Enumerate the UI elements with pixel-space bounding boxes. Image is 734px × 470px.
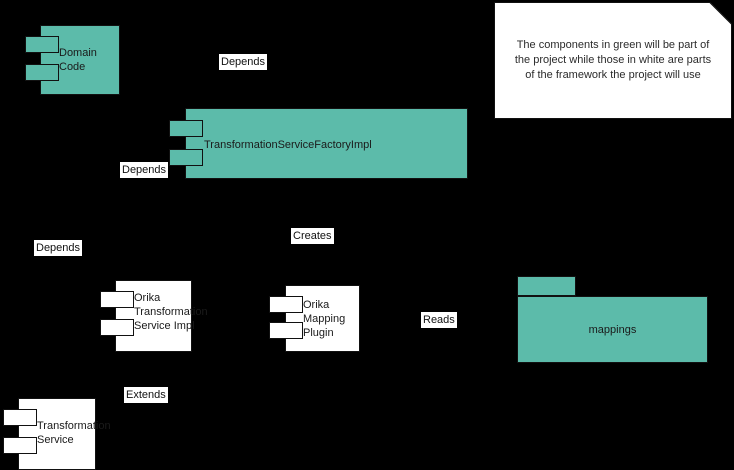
package-mappings-label: mappings bbox=[588, 323, 637, 336]
component-orika-transformation-service-impl-label: Orika Transformation Service Impl bbox=[134, 292, 208, 332]
component-domain-code-tab-top bbox=[25, 36, 59, 53]
edge-label-depends-domain-factory: Depends bbox=[219, 54, 268, 70]
component-transformation-service-tab-bottom bbox=[3, 437, 37, 454]
component-orika-transformation-service-impl-tab-top bbox=[100, 291, 134, 308]
legend-note-text: The components in green will be part of … bbox=[514, 39, 712, 81]
component-transformation-service-tab-top bbox=[3, 409, 37, 426]
component-transformation-service-factory-impl-tab-bottom bbox=[169, 149, 203, 166]
component-transformation-service-factory-impl[interactable]: TransformationServiceFactoryImpl bbox=[185, 108, 468, 179]
component-transformation-service-factory-impl-label: TransformationServiceFactoryImpl bbox=[204, 139, 372, 151]
component-transformation-service-factory-impl-tab-top bbox=[169, 120, 203, 137]
component-orika-transformation-service-impl-tab-bottom bbox=[100, 319, 134, 336]
component-orika-mapping-plugin-tab-bottom bbox=[269, 322, 303, 339]
edge-label-reads-mappings: Reads bbox=[421, 312, 457, 328]
edge-label-depends-factory-orika-impl: Depends bbox=[120, 162, 169, 178]
legend-note: The components in green will be part of … bbox=[494, 2, 732, 119]
package-mappings-tab bbox=[517, 276, 576, 296]
edge-label-depends-orika-impl: Depends bbox=[34, 240, 83, 256]
edge-label-extends-service: Extends bbox=[124, 387, 168, 403]
component-orika-mapping-plugin-label: Orika Mapping Plugin bbox=[303, 299, 346, 339]
component-orika-mapping-plugin-tab-top bbox=[269, 296, 303, 313]
edge-label-creates-plugin: Creates bbox=[291, 228, 334, 244]
component-domain-code-tab-bottom bbox=[25, 64, 59, 81]
package-mappings[interactable]: mappings bbox=[517, 296, 708, 363]
component-domain-code-label: Domain Code bbox=[59, 47, 97, 73]
component-transformation-service-label: Transformation Service bbox=[37, 420, 111, 446]
